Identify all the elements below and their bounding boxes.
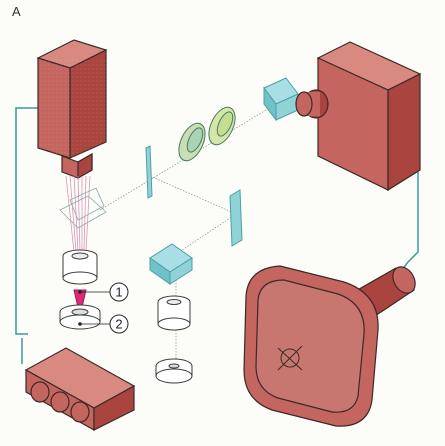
panel-label: A (12, 4, 21, 19)
sample-column-left (59, 249, 101, 330)
callout-2-number: 2 (115, 317, 122, 332)
connecting-cables (15, 107, 419, 364)
prism-top (263, 77, 299, 122)
callout-1: 1 (78, 282, 129, 302)
cable-left (15, 107, 40, 335)
target-cone (73, 289, 87, 317)
callout-1-number: 1 (115, 285, 122, 300)
top-right-housing (295, 41, 422, 192)
optical-plates (145, 145, 243, 247)
callout-2: 2 (78, 314, 129, 334)
splitter-crystal (59, 187, 107, 229)
knob-3 (70, 401, 90, 423)
control-box (24, 347, 136, 432)
prism-lower (149, 243, 193, 285)
knob-1 (30, 381, 50, 403)
knob-2 (50, 391, 70, 413)
lens-pair (178, 106, 236, 162)
plate-left (145, 145, 153, 199)
cable-right (401, 172, 419, 271)
electron-beam (65, 175, 91, 253)
top-left-housing (36, 39, 108, 180)
sample-column-middle (155, 295, 193, 384)
screen-crosshair (277, 345, 303, 371)
crt-monitor (243, 265, 416, 427)
plate-right (229, 189, 243, 247)
